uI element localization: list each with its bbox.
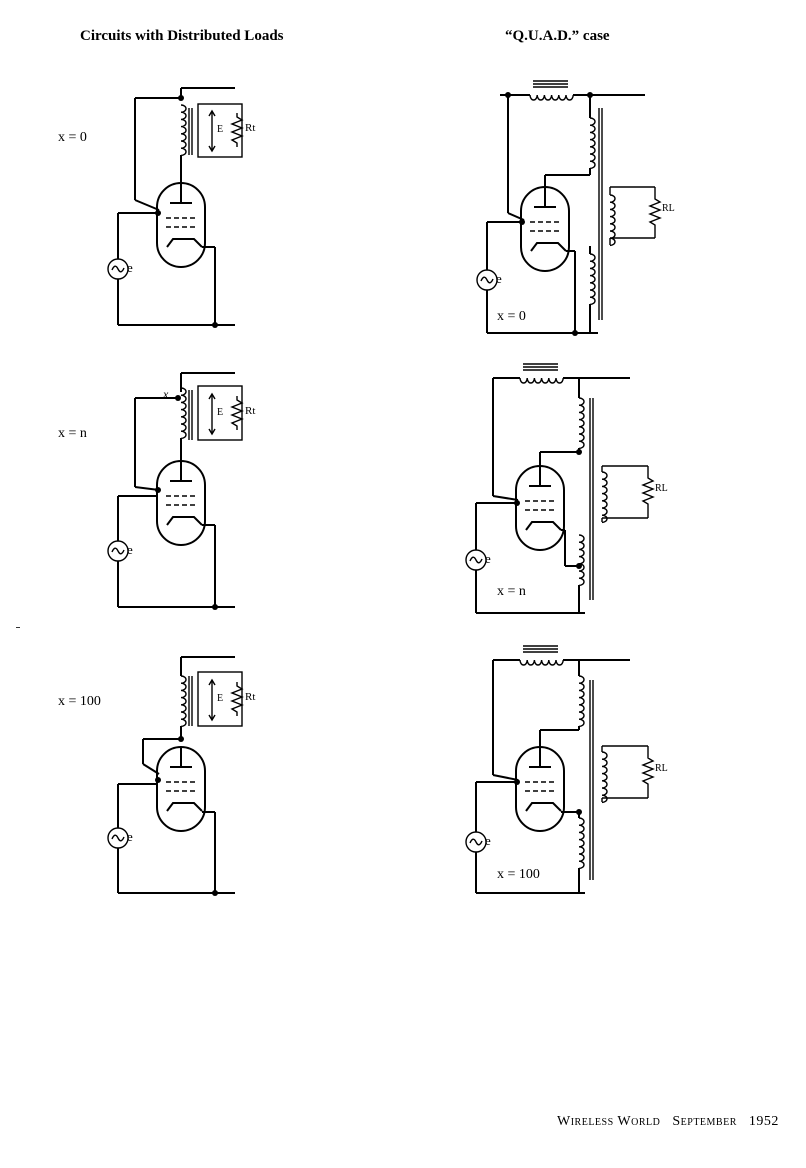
- label-E-2: E: [217, 407, 224, 418]
- footer-year: 1952: [748, 1114, 779, 1129]
- right-column-heading: “Q.U.A.D.” case: [505, 28, 610, 44]
- footer-publication: Wireless World: [557, 1114, 661, 1129]
- label-RL-2: RL: [655, 483, 668, 494]
- label-e-1: e: [127, 260, 133, 275]
- left-circuit-xn: x: [107, 372, 243, 610]
- label-e-6: e: [485, 833, 491, 848]
- label-right-x100: x = 100: [497, 867, 540, 882]
- footer-credit: Wireless World September 1952: [557, 1114, 779, 1130]
- page-mark: [16, 627, 20, 628]
- right-circuit-x100: [465, 645, 654, 894]
- label-E-3: E: [217, 693, 224, 704]
- label-Rt-2: Rt: [245, 405, 256, 417]
- label-right-xn: x = n: [497, 584, 526, 599]
- label-e-3: e: [127, 829, 133, 844]
- label-left-x100: x = 100: [58, 694, 101, 709]
- label-Rt-3: Rt: [245, 691, 256, 703]
- label-Rt-1: Rt: [245, 122, 256, 134]
- label-E-1: E: [217, 124, 224, 135]
- left-circuit-x100: [107, 656, 243, 896]
- label-RL-3: RL: [655, 763, 668, 774]
- label-e-2: e: [127, 542, 133, 557]
- left-circuit-x0: [107, 87, 243, 328]
- right-circuit-xn: [465, 363, 654, 614]
- label-e-4: e: [496, 271, 502, 286]
- left-column-heading: Circuits with Distributed Loads: [80, 28, 284, 44]
- label-RL-1: RL: [662, 203, 675, 214]
- label-left-x0: x = 0: [58, 130, 87, 145]
- label-right-x0: x = 0: [497, 309, 526, 324]
- svg-text:x: x: [162, 387, 169, 401]
- label-e-5: e: [485, 551, 491, 566]
- footer-month: September: [672, 1114, 737, 1129]
- right-circuit-x0: [476, 80, 661, 336]
- label-left-xn: x = n: [58, 426, 87, 441]
